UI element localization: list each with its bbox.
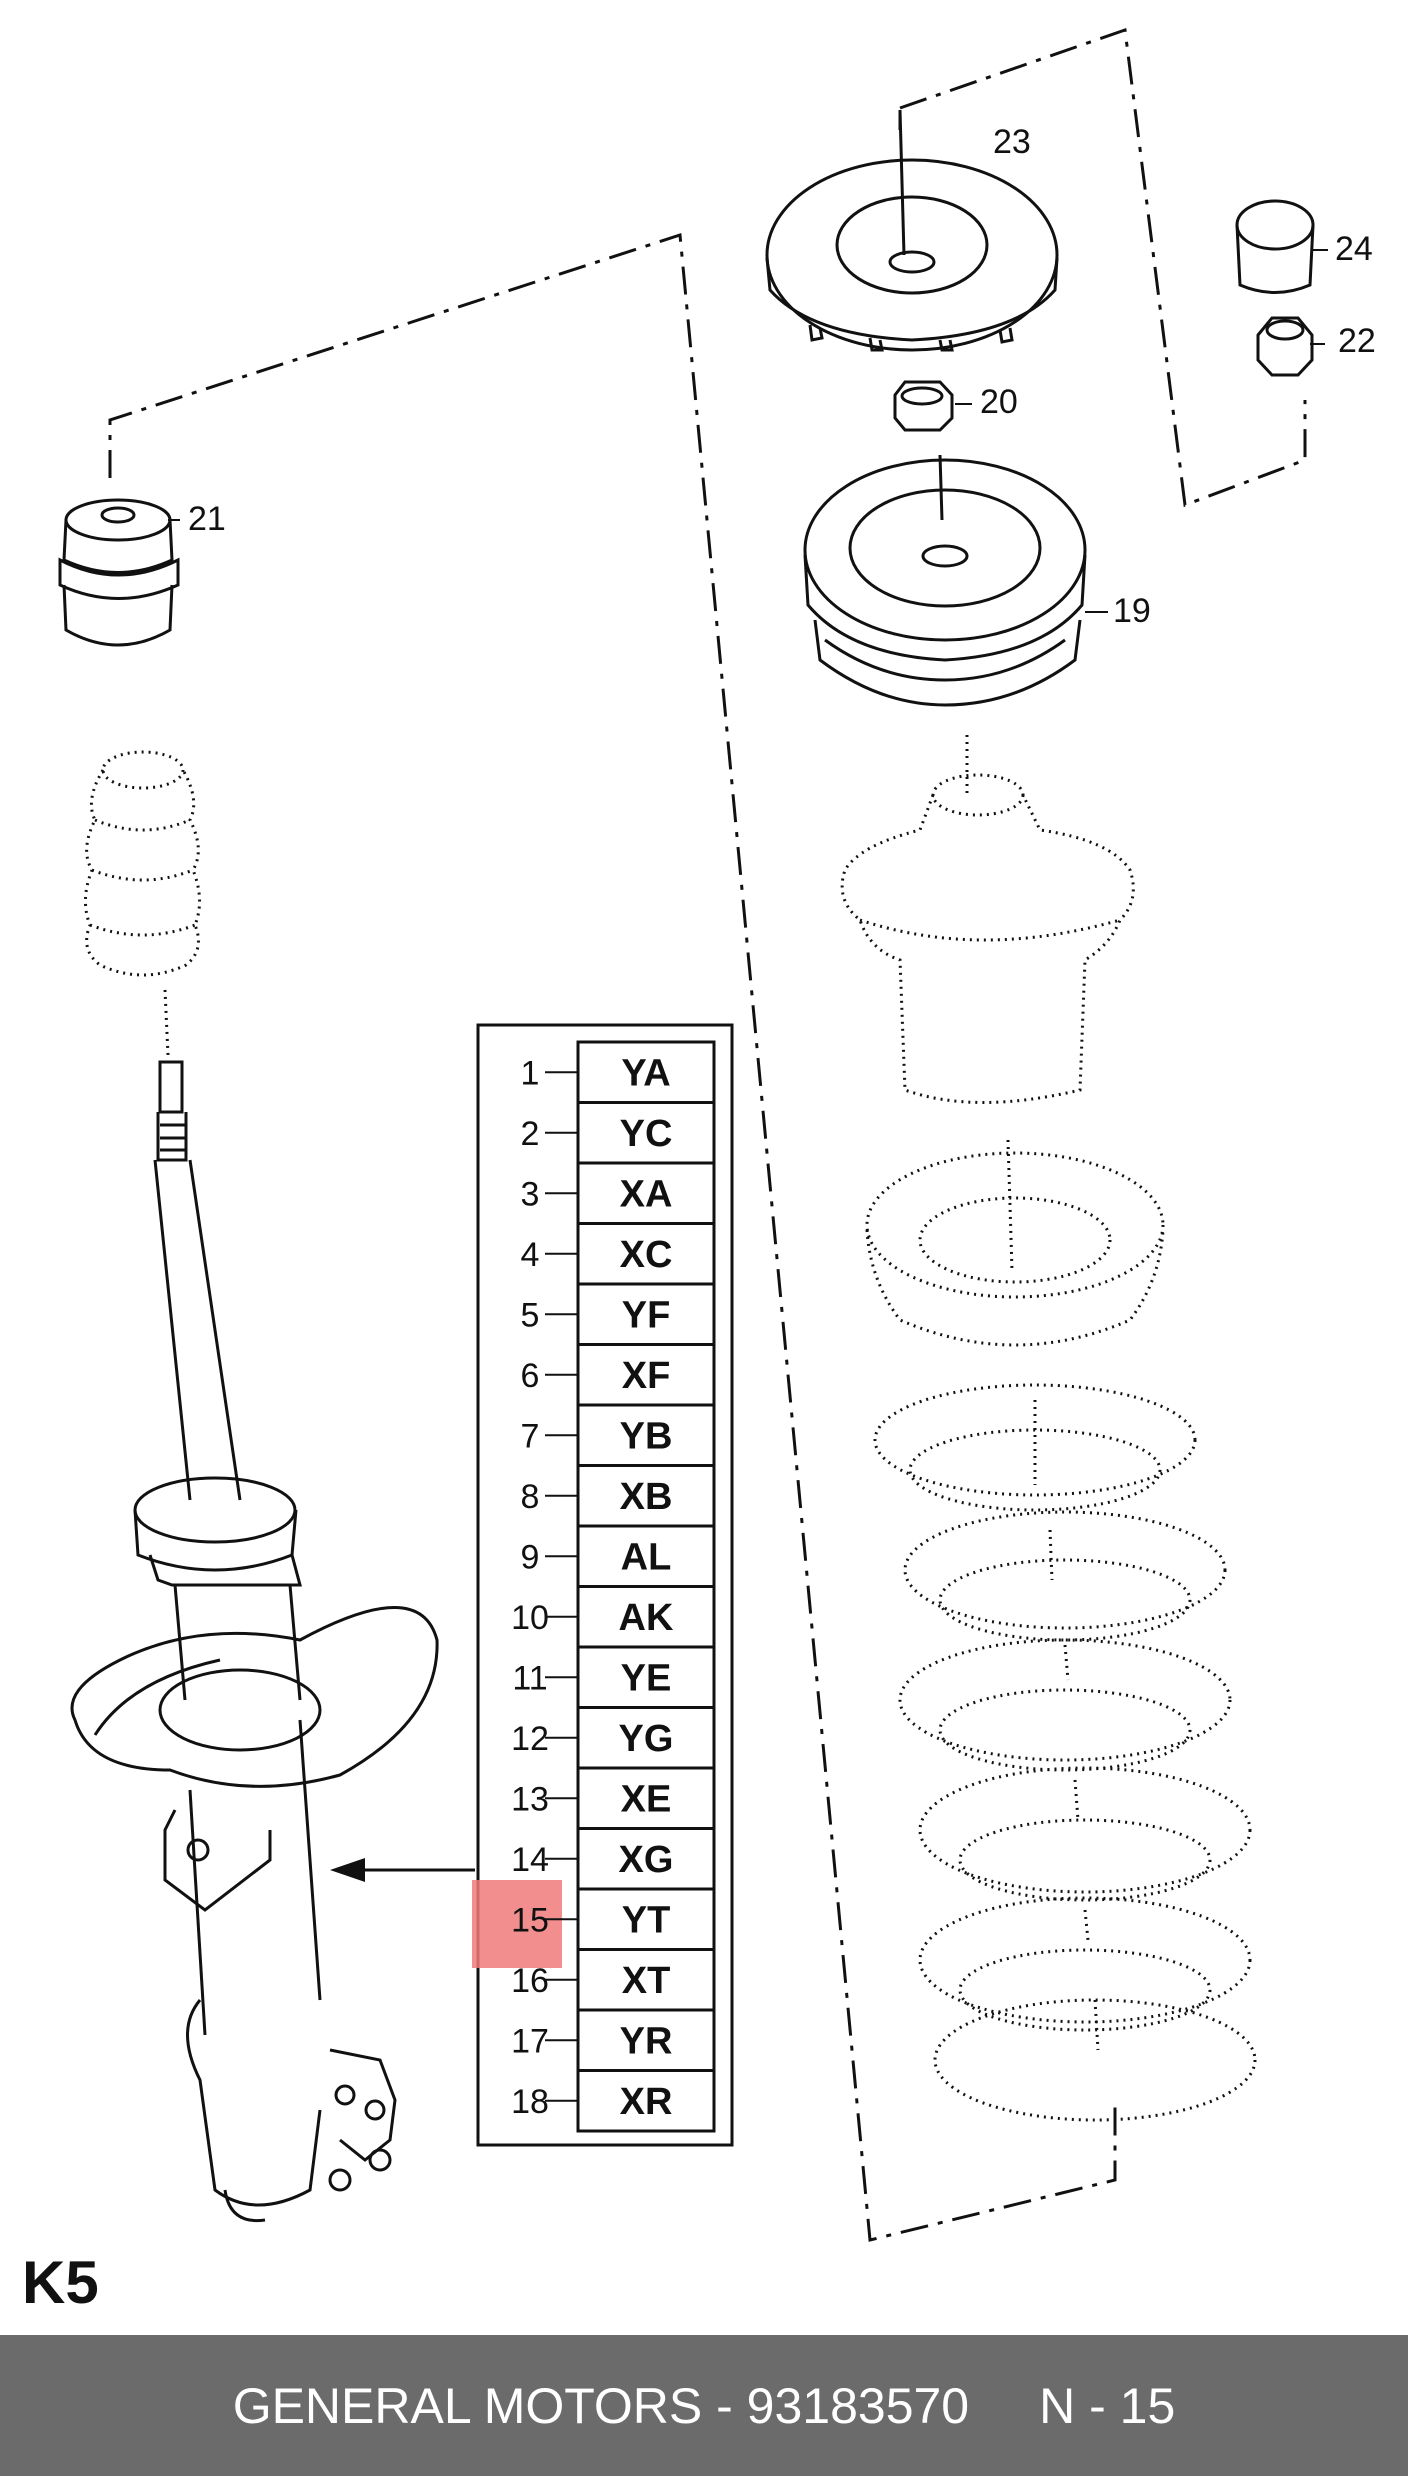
variant-row-number: 12: [511, 1720, 549, 1758]
shock-absorber-strut: [70, 1060, 439, 2223]
exploded-parts-diagram: 1 YA 2 YC 3 XA 4 XC 5 YF 6 XF 7 YB 8 XB 9 AL 10 AK 11 YE 12 YG 1…: [58, 27, 1376, 2242]
callout-22: 22: [1338, 322, 1376, 360]
variant-row-number: 18: [511, 2083, 549, 2121]
variant-row-code: YF: [622, 1294, 671, 1336]
variant-row-number: 16: [511, 1962, 549, 2000]
part-22-nut: [1256, 316, 1314, 377]
variant-row-code: YA: [621, 1052, 670, 1094]
variant-row-code: XA: [620, 1173, 673, 1215]
variant-row-code: YC: [620, 1113, 673, 1155]
coil-spring-dotted: [873, 1383, 1257, 2122]
variant-row-number: 14: [511, 1841, 549, 1879]
variant-row-code: XR: [620, 2081, 673, 2123]
variant-row-number: 8: [521, 1478, 540, 1516]
variant-row-number: 13: [511, 1780, 549, 1818]
variant-row-code: XB: [620, 1476, 673, 1518]
callout-23: 23: [993, 123, 1031, 161]
variant-row-code: XT: [622, 1960, 671, 2002]
variant-row-code: AK: [619, 1597, 674, 1639]
dashdot-leader-lines: [108, 27, 1307, 2242]
callout-19: 19: [1113, 592, 1151, 630]
part-24-cap: [1235, 199, 1315, 294]
variant-row-number: 15: [511, 1901, 549, 1939]
variant-row-code: XC: [620, 1234, 673, 1276]
variant-row-number: 3: [521, 1175, 540, 1213]
spring-pad-dotted: [865, 1139, 1165, 1347]
variant-table-frame: [476, 1023, 734, 2147]
part-23-top-mount: [765, 109, 1059, 352]
variant-row-code: XF: [622, 1355, 671, 1397]
footer-page-ref: N - 15: [1039, 2377, 1176, 2434]
part-19-strut-bearing: [803, 454, 1087, 707]
variant-row-number: 2: [521, 1115, 540, 1153]
variant-row-number: 7: [521, 1417, 540, 1455]
variant-row-code: YE: [621, 1657, 672, 1699]
part-21-bump-stop: [58, 498, 180, 647]
variant-table: 1 YA 2 YC 3 XA 4 XC 5 YF 6 XF 7 YB 8 XB 9 AL 10 AK 11 YE 12 YG 1…: [511, 1040, 716, 2133]
variant-row-number: 1: [521, 1054, 540, 1092]
variant-row-number: 10: [511, 1599, 549, 1637]
variant-row-number: 9: [521, 1538, 540, 1576]
footer-bar: GENERAL MOTORS - 93183570 N - 15: [0, 2335, 1408, 2476]
spring-seat-dotted: [840, 735, 1135, 1104]
variant-row-code: YT: [622, 1899, 671, 1941]
dust-boot-dotted: [84, 750, 201, 1056]
footer-brand-part: GENERAL MOTORS - 93183570: [232, 2377, 970, 2434]
callout-21: 21: [188, 500, 226, 538]
variant-row-code: XG: [619, 1839, 674, 1881]
pointer-arrow: [330, 1858, 475, 1882]
variant-row-code: YG: [619, 1718, 674, 1760]
part-20-nut: [893, 380, 954, 432]
variant-row-number: 5: [521, 1296, 540, 1334]
page-label: K5: [22, 2249, 99, 2316]
callout-24: 24: [1335, 230, 1373, 268]
variant-row-number: 6: [521, 1357, 540, 1395]
variant-row-code: YR: [620, 2020, 673, 2062]
variant-row-number: 4: [521, 1236, 540, 1274]
highlight-row-15: [472, 1880, 562, 1968]
variant-row-code: AL: [621, 1536, 672, 1578]
variant-row-number: 11: [512, 1659, 547, 1697]
callout-20: 20: [980, 383, 1018, 421]
variant-row-code: YB: [620, 1415, 673, 1457]
variant-row-number: 17: [511, 2022, 549, 2060]
variant-row-code: XE: [621, 1778, 672, 1820]
